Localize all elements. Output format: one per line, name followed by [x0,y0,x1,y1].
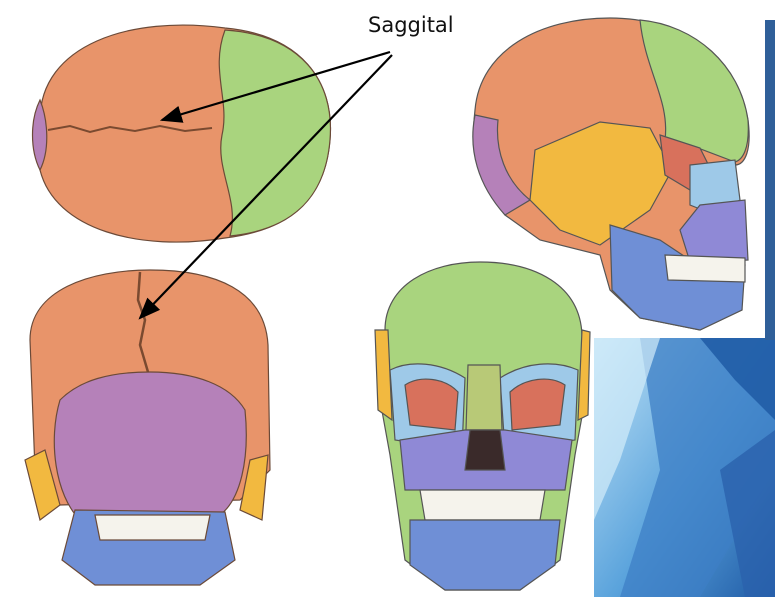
posterior-view [24,269,271,586]
arrow-to-posterior-suture [138,54,393,320]
arrow-to-superior-suture [159,50,391,123]
superior-view [31,24,332,243]
lateral-view [472,17,750,331]
saggital-label: Saggital [368,13,454,37]
anterior-view [374,261,591,591]
slide-background [594,20,775,597]
